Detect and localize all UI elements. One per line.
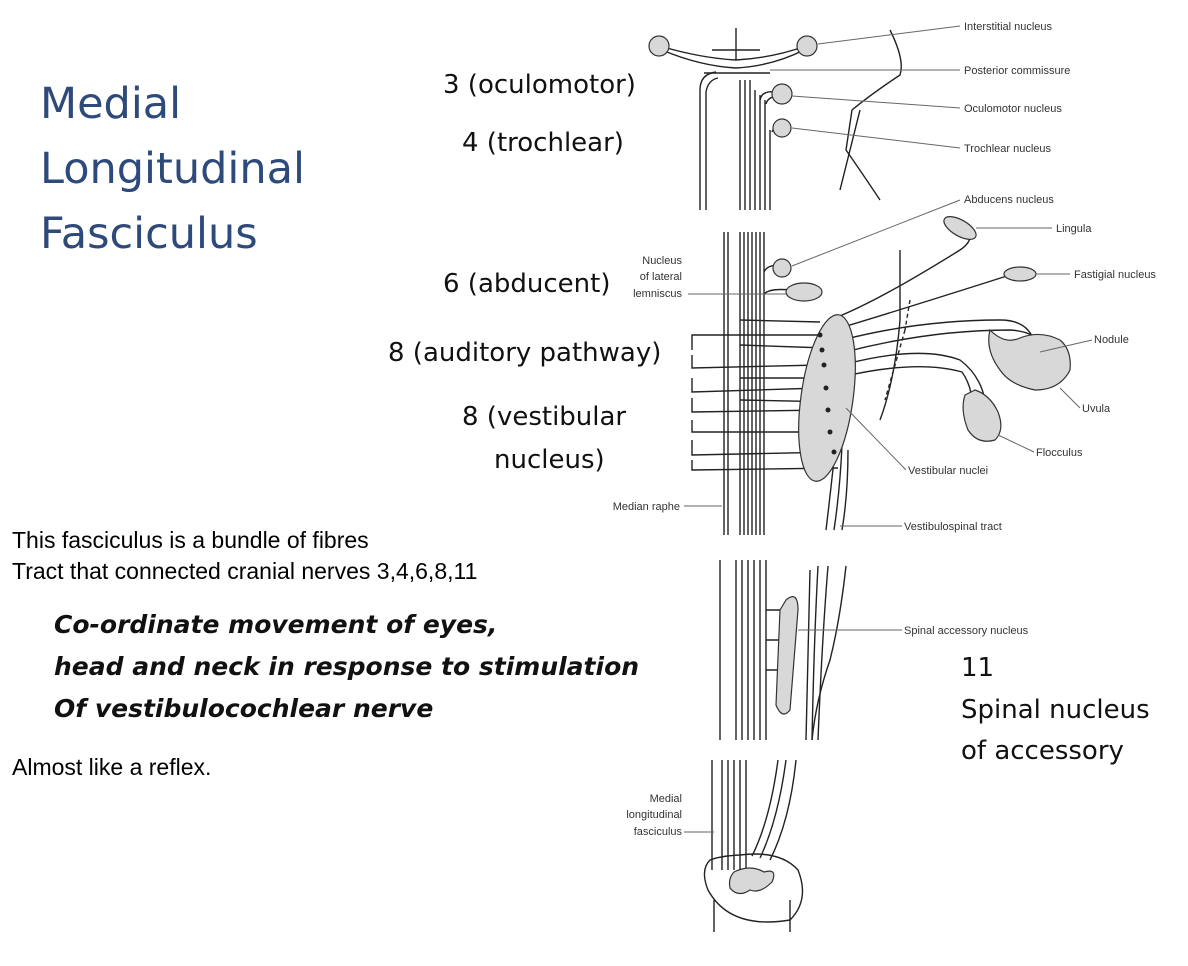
label-mlf-1: Medial bbox=[650, 793, 682, 805]
label-lat-lemniscus-1: Nucleus bbox=[642, 255, 682, 267]
diagram-labels: Interstitial nucleus Posterior commissur… bbox=[613, 21, 1157, 838]
label-interstitial: Interstitial nucleus bbox=[964, 21, 1053, 33]
pons-nuclei bbox=[772, 216, 1071, 482]
pons-segment bbox=[691, 227, 1051, 535]
label-mlf-2: longitudinal bbox=[626, 809, 682, 821]
title-line-1: Medial bbox=[40, 79, 182, 129]
body-text-line-1: This fasciculus is a bundle of fibres bbox=[12, 527, 369, 553]
label-vestibulospinal: Vestibulospinal tract bbox=[904, 521, 1002, 533]
label-vestibular-nuclei: Vestibular nuclei bbox=[908, 465, 988, 477]
midbrain-nuclei bbox=[648, 35, 818, 138]
label-lingula: Lingula bbox=[1056, 223, 1092, 235]
label-trochlear: 4 (trochlear) bbox=[462, 128, 624, 158]
label-spinal-accessory: Spinal accessory nucleus bbox=[904, 625, 1029, 637]
label-median-raphe: Median raphe bbox=[613, 501, 680, 513]
label-trochlear-nucleus: Trochlear nucleus bbox=[964, 143, 1052, 155]
title-line-2: Longitudinal bbox=[40, 144, 305, 194]
midbrain-segment bbox=[659, 28, 902, 210]
emphasis-line-1: Co-ordinate movement of eyes, bbox=[54, 610, 498, 639]
emphasis-block: Co-ordinate movement of eyes, head and n… bbox=[54, 604, 639, 730]
label-lat-lemniscus-3: lemniscus bbox=[633, 288, 682, 300]
body-text-line-2: Tract that connected cranial nerves 3,4,… bbox=[12, 558, 478, 584]
label-accessory-line-1: Spinal nucleus bbox=[961, 695, 1150, 725]
emphasis-line-2: head and neck in response to stimulation bbox=[54, 652, 640, 681]
accessory-segment bbox=[719, 560, 847, 741]
grey-matter bbox=[728, 867, 775, 895]
label-abducens-nucleus: Abducens nucleus bbox=[964, 194, 1054, 206]
emphasis-line-3: Of vestibulocochlear nerve bbox=[54, 694, 434, 723]
accessory-nucleus bbox=[775, 596, 799, 715]
body-text-note: Almost like a reflex. bbox=[12, 754, 212, 780]
label-vestibular-line-1: 8 (vestibular bbox=[462, 402, 627, 432]
label-posterior-commissure: Posterior commissure bbox=[964, 65, 1070, 77]
slide-title: Medial Longitudinal Fasciculus bbox=[40, 72, 370, 267]
label-fastigial: Fastigial nucleus bbox=[1074, 269, 1156, 281]
label-vestibular-line-2: nucleus) bbox=[494, 445, 605, 475]
label-oculomotor: 3 (oculomotor) bbox=[443, 70, 636, 100]
label-abducent: 6 (abducent) bbox=[443, 269, 611, 299]
spinal-segment bbox=[703, 759, 804, 932]
label-oculomotor-nucleus: Oculomotor nucleus bbox=[964, 103, 1062, 115]
label-accessory-number: 11 bbox=[961, 653, 995, 683]
label-uvula: Uvula bbox=[1082, 403, 1111, 415]
label-auditory-pathway: 8 (auditory pathway) bbox=[388, 338, 662, 368]
label-flocculus: Flocculus bbox=[1036, 447, 1083, 459]
label-nodule: Nodule bbox=[1094, 334, 1129, 346]
label-accessory-line-2: of accessory bbox=[961, 736, 1124, 766]
label-mlf-3: fasciculus bbox=[634, 826, 683, 838]
title-line-3: Fasciculus bbox=[40, 209, 258, 259]
label-lat-lemniscus-2: of lateral bbox=[640, 271, 682, 283]
leader-lines bbox=[684, 25, 1093, 833]
vestibular-dots bbox=[817, 332, 837, 455]
